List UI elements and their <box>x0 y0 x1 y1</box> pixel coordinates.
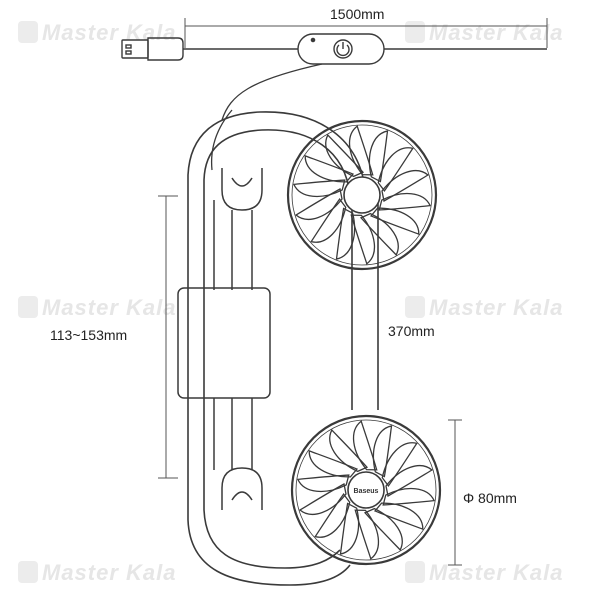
fan-blade <box>350 214 376 265</box>
watermark-mid-right: Master Kala <box>405 295 564 321</box>
watermark-bottom-right: Master Kala <box>405 560 564 586</box>
top-fan-icon <box>286 119 438 271</box>
watermark-text: Master Kala <box>429 20 564 45</box>
fan-brand-label: Baseus <box>354 488 379 495</box>
fan-blade <box>325 133 365 178</box>
watermark-text: Master Kala <box>42 560 177 585</box>
watermark-logo-icon <box>18 296 38 318</box>
cable-length-dimension <box>184 18 548 48</box>
fan-blade <box>354 509 380 560</box>
watermark-text: Master Kala <box>429 295 564 320</box>
watermark-logo-icon <box>18 561 38 583</box>
clamp-range-label: 113~153mm <box>50 327 128 343</box>
power-switch-icon <box>297 33 547 65</box>
fan-diameter-dimension <box>448 419 462 566</box>
watermark-text: Master Kala <box>429 560 564 585</box>
fan-blade <box>377 147 414 192</box>
watermark-text: Master Kala <box>42 20 177 45</box>
fan-cable <box>210 63 323 171</box>
watermark-text: Master Kala <box>42 295 177 320</box>
watermark-bottom-left: Master Kala <box>18 560 177 586</box>
watermark-mid-left: Master Kala <box>18 295 177 321</box>
neck-length-label: 370mm <box>388 323 435 339</box>
fan-blade <box>329 428 369 473</box>
watermark-logo-icon <box>405 561 425 583</box>
clamp <box>177 168 271 510</box>
fan-blade <box>348 125 374 176</box>
watermark-logo-icon <box>405 296 425 318</box>
fan-blade <box>359 212 399 257</box>
cable-length-label: 1500mm <box>330 6 385 22</box>
fan-blade <box>381 442 418 487</box>
fan-blade <box>363 507 403 552</box>
clamp-range-dimension <box>158 195 178 479</box>
watermark-logo-icon <box>18 21 38 43</box>
fan-blade <box>352 420 378 471</box>
watermark-top-left: Master Kala <box>18 20 177 46</box>
fan-diameter-label: Φ 80mm <box>463 490 517 506</box>
bottom-fan-icon: Baseus <box>290 414 442 566</box>
usb-plug-icon <box>121 37 298 61</box>
